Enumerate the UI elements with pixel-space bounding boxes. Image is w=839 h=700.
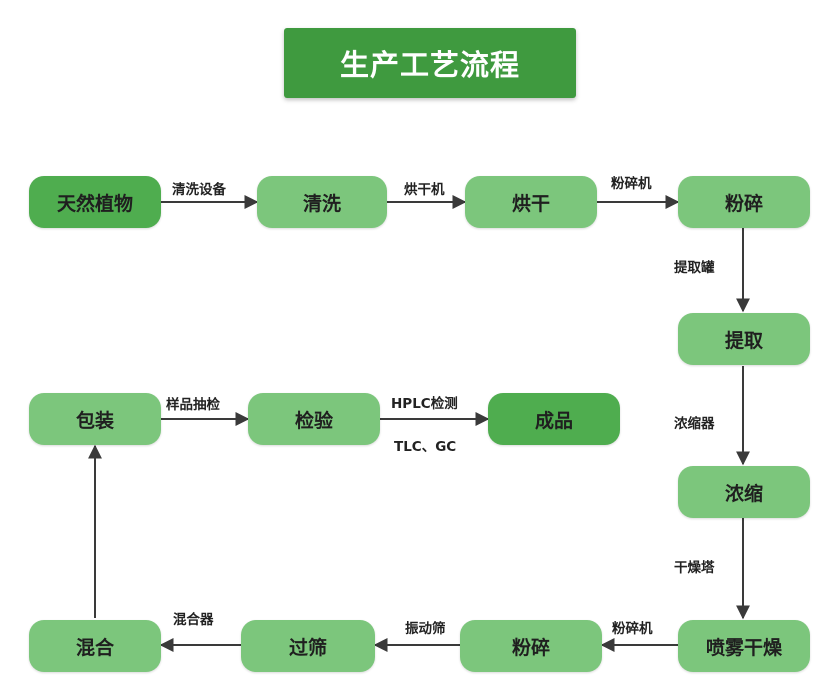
edge-label-sampling: 样品抽检 bbox=[166, 397, 220, 413]
node-dry: 烘干 bbox=[465, 176, 597, 228]
edge-label-concentrator: 浓缩器 bbox=[674, 416, 715, 432]
edge-label-hplc: HPLC检测 bbox=[391, 396, 458, 412]
edge-label-wash-equipment: 清洗设备 bbox=[172, 182, 226, 198]
node-product: 成品 bbox=[488, 393, 620, 445]
node-package: 包装 bbox=[29, 393, 161, 445]
node-sieve: 过筛 bbox=[241, 620, 375, 672]
edge-label-vibrating-screen: 振动筛 bbox=[405, 621, 446, 637]
node-mix: 混合 bbox=[29, 620, 161, 672]
node-spray-dry: 喷雾干燥 bbox=[678, 620, 810, 672]
edge-label-tlc-gc: TLC、GC bbox=[394, 439, 457, 455]
edge-label-crusher-2: 粉碎机 bbox=[612, 621, 653, 637]
diagram-title: 生产工艺流程 bbox=[284, 28, 576, 98]
node-wash: 清洗 bbox=[257, 176, 387, 228]
node-extract: 提取 bbox=[678, 313, 810, 365]
edge-label-crusher-1: 粉碎机 bbox=[611, 176, 652, 192]
edge-label-drying-tower: 干燥塔 bbox=[674, 560, 715, 576]
node-crush-2: 粉碎 bbox=[460, 620, 602, 672]
edge-label-dryer: 烘干机 bbox=[404, 182, 445, 198]
node-concentrate: 浓缩 bbox=[678, 466, 810, 518]
node-crush-1: 粉碎 bbox=[678, 176, 810, 228]
edge-label-mixer: 混合器 bbox=[173, 612, 214, 628]
node-natural-plant: 天然植物 bbox=[29, 176, 161, 228]
node-inspect: 检验 bbox=[248, 393, 380, 445]
edge-label-extraction-tank: 提取罐 bbox=[674, 260, 715, 276]
